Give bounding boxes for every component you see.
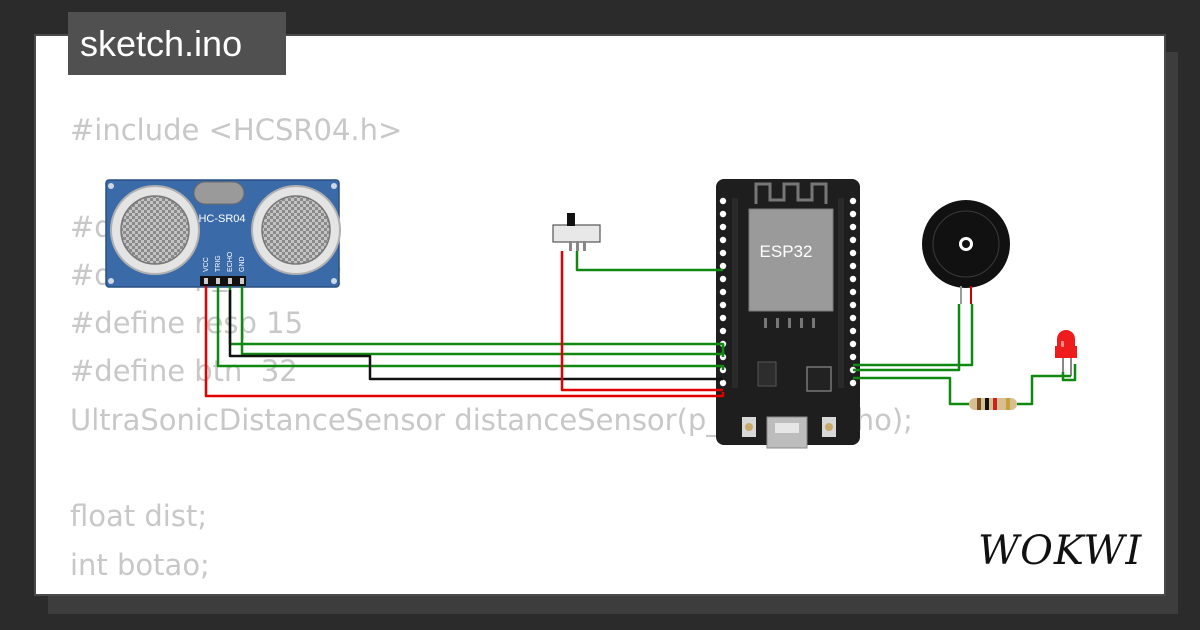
sensor-pin-label: ECHO xyxy=(227,251,234,272)
logo-text: WOKWI xyxy=(978,528,1142,573)
sensor-pin-label: GND xyxy=(239,256,246,272)
wire-buzzer-gnd xyxy=(853,376,969,406)
code-line: #define resp 15 xyxy=(70,306,304,341)
wire-buzzer xyxy=(853,304,961,372)
code-line: int botao; xyxy=(70,547,210,582)
sensor-pin-label: TRIG xyxy=(215,255,222,272)
code-line: #include <HCSR04.h> xyxy=(70,113,403,147)
wokwi-logo: WOKWI xyxy=(978,528,1142,573)
code-line: #define btn 32 xyxy=(70,354,298,389)
wires xyxy=(204,251,1077,406)
wire-led-cathode xyxy=(1061,364,1077,382)
sensor-pin-label: VCC xyxy=(203,257,210,272)
wire-switch-green xyxy=(575,251,723,272)
wire-trig xyxy=(216,286,725,370)
wire-resistor-led xyxy=(1017,374,1071,406)
slide-switch[interactable] xyxy=(552,213,601,251)
wire-echo xyxy=(228,286,725,357)
ultrasonic-sensor[interactable]: HC-SR04 VCC TRIG ECHO GND xyxy=(105,179,341,288)
code-line: float dist; xyxy=(70,499,208,534)
wire-led-anode xyxy=(853,304,974,367)
resistor[interactable] xyxy=(969,398,1017,410)
board-label: ESP32 xyxy=(760,242,813,261)
sensor-label: HC-SR04 xyxy=(198,213,245,225)
red-led[interactable] xyxy=(1055,330,1077,376)
buzzer[interactable] xyxy=(922,200,1010,304)
wire-black xyxy=(228,290,723,381)
file-tab[interactable]: sketch.ino xyxy=(68,12,286,75)
esp32-board[interactable]: ESP32 xyxy=(716,179,860,449)
wire-vcc xyxy=(204,286,725,398)
wire-switch-red xyxy=(560,251,723,392)
project-card: #include <HCSR04.h> #define p_trig 13 #d… xyxy=(34,34,1166,596)
